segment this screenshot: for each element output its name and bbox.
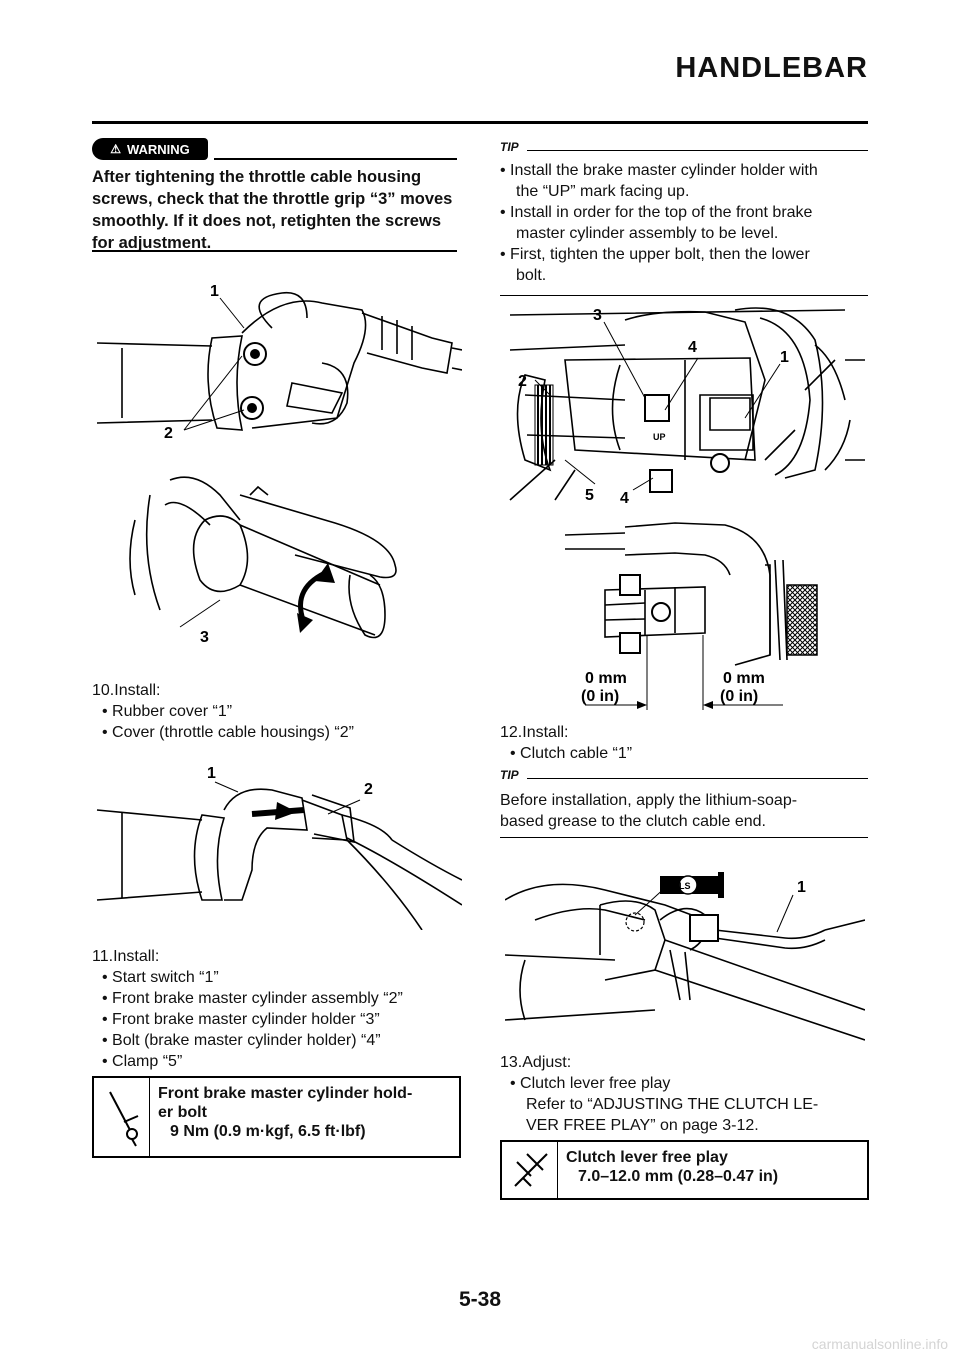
fig6-label-1: 1 xyxy=(797,879,806,896)
tip-heading: TIP xyxy=(500,768,519,782)
clutch-cable-figure: LS 1 xyxy=(505,872,865,1041)
tip-heading: TIP xyxy=(500,140,519,154)
fig4-label-2: 2 xyxy=(518,373,527,390)
list-item: • First, tighten the upper bolt, then th… xyxy=(500,246,810,263)
list-item: • Clamp “5” xyxy=(102,1053,183,1070)
fig5-left-in: (0 in) xyxy=(581,688,619,705)
fig4-up-stamp: UP xyxy=(653,432,666,442)
list-item: • Install in order for the top of the fr… xyxy=(500,204,813,221)
tip-rule xyxy=(527,778,868,779)
fig5-right-in: (0 in) xyxy=(720,688,758,705)
watermark: carmanualsonline.info xyxy=(811,1336,948,1352)
torque-spec-text: Front brake master cylinder hold- er bol… xyxy=(158,1085,413,1140)
master-cylinder-figure: UP 3 4 1 2 5 4 xyxy=(509,307,865,507)
fig4-label-4b: 4 xyxy=(620,490,629,507)
throttle-grip-figure: 3 xyxy=(129,476,397,646)
list-item: • Front brake master cylinder assembly “… xyxy=(102,990,403,1007)
list-item: • Bolt (brake master cylinder holder) “4… xyxy=(102,1032,381,1049)
list-item: • Front brake master cylinder holder “3” xyxy=(102,1011,380,1028)
tip2-text: Before installation, apply the lithium-s… xyxy=(500,792,798,830)
lithium-soap-badge: LS xyxy=(679,881,691,891)
step-12: 12.Install: • Clutch cable “1” xyxy=(500,722,870,764)
warning-icon: ⚠ xyxy=(110,142,121,156)
tip-rule xyxy=(527,150,868,151)
warning-text: After tightening the throttle cable hous… xyxy=(92,168,453,252)
fig2-label-3: 3 xyxy=(200,629,209,646)
page-number: 5-38 xyxy=(458,1288,502,1311)
fig5-left-mm: 0 mm xyxy=(585,670,627,687)
throttle-housing-figure: 1 2 xyxy=(96,283,462,442)
fig4-label-1: 1 xyxy=(780,349,789,366)
clearance-figure: 0 mm (0 in) 0 mm (0 in) xyxy=(565,522,818,710)
list-item: • Install the brake master cylinder hold… xyxy=(500,162,818,179)
fig1-label-2: 2 xyxy=(164,425,173,442)
tip1-text: • Install the brake master cylinder hold… xyxy=(500,160,870,286)
step-13: 13.Adjust: • Clutch lever free play Refe… xyxy=(500,1052,870,1136)
fig3-label-2: 2 xyxy=(364,781,373,798)
page-title: HANDLEBAR xyxy=(675,52,868,84)
warning-rule xyxy=(214,158,457,160)
warning-label: WARNING xyxy=(126,141,190,157)
free-play-spec-text: Clutch lever free play 7.0–12.0 mm (0.28… xyxy=(566,1149,779,1185)
warning-bottom-rule xyxy=(92,250,457,252)
step-11: 11.Install: • Start switch “1” • Front b… xyxy=(92,946,462,1072)
list-item: • Start switch “1” xyxy=(102,969,219,986)
tip-bottom-rule xyxy=(500,837,868,838)
step-10: 10.Install: • Rubber cover “1” • Cover (… xyxy=(92,680,462,743)
torque-spec-box: Front brake master cylinder hold- er bol… xyxy=(92,1076,461,1158)
torque-wrench-icon xyxy=(94,1078,150,1156)
list-item: • Clutch lever free play xyxy=(510,1075,671,1092)
header-rule xyxy=(92,121,868,124)
warning-badge: ⚠ WARNING xyxy=(92,138,208,160)
fig4-label-4: 4 xyxy=(688,339,697,356)
caliper-icon xyxy=(502,1142,558,1198)
list-item: • Clutch cable “1” xyxy=(510,745,633,762)
tip-bottom-rule xyxy=(500,295,868,296)
rubber-cover-figure: 1 2 xyxy=(96,765,462,930)
fig4-label-5: 5 xyxy=(585,487,594,504)
fig4-label-3: 3 xyxy=(593,307,602,324)
fig5-right-mm: 0 mm xyxy=(723,670,765,687)
free-play-spec-box: Clutch lever free play 7.0–12.0 mm (0.28… xyxy=(500,1140,869,1200)
list-item: • Rubber cover “1” xyxy=(102,703,233,720)
list-item: • Cover (throttle cable housings) “2” xyxy=(102,724,354,741)
fig1-label-1: 1 xyxy=(210,283,219,300)
fig3-label-1: 1 xyxy=(207,765,216,782)
